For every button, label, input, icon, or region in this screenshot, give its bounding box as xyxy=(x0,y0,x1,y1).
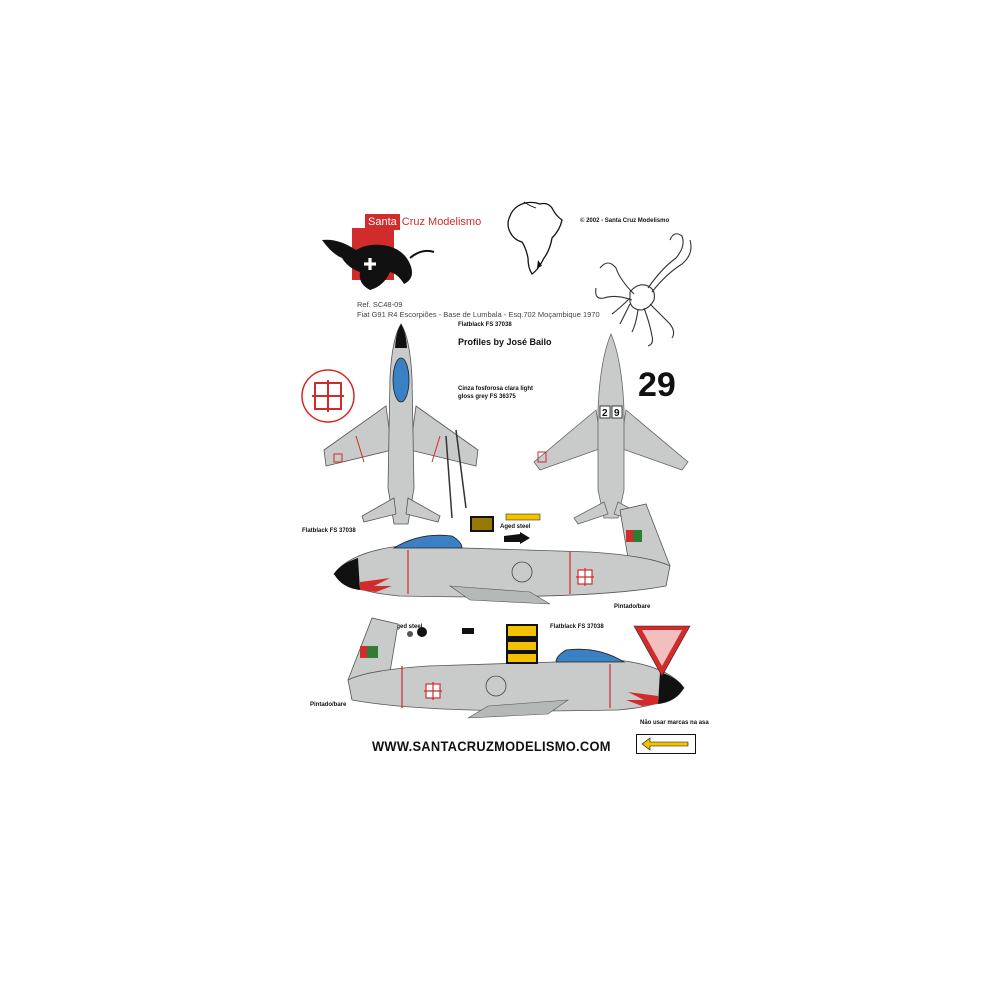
callout-aged-steel-2: Aged steel xyxy=(392,624,423,630)
cross-roundel-icon xyxy=(301,369,355,423)
scorpion-icon xyxy=(595,233,692,347)
stencil-placards-lower xyxy=(407,624,538,664)
svg-text:2: 2 xyxy=(602,408,608,419)
callout-top-flatblack: Flatblack FS 37038 xyxy=(458,322,512,328)
brand-name-rest: Cruz Modelismo xyxy=(401,216,482,228)
red-triangle-badge-icon xyxy=(633,625,691,677)
callout-bare-1: Pintado/bare xyxy=(614,604,651,610)
stencil-placards xyxy=(470,513,541,544)
decal-note: Não usar marcas na asa xyxy=(640,720,709,726)
aircraft-number: 29 xyxy=(638,366,676,404)
callout-side-flatblack-1: Flatblack FS 37038 xyxy=(302,528,356,534)
africa-map-icon xyxy=(507,201,563,275)
aircraft-side-profile-upper xyxy=(333,503,671,605)
callout-side-flatblack-2: Flatblack FS 37038 xyxy=(550,624,604,630)
aircraft-plan-view xyxy=(323,323,479,525)
aircraft-side-profile-lower xyxy=(347,617,685,719)
yellow-arrow-decal-icon xyxy=(636,734,696,754)
brand-logo-icon xyxy=(322,228,435,290)
sheet-subtitle: Fiat G91 R4 Escorpiões - Base de Lumbala… xyxy=(357,310,600,319)
copyright-text: © 2002 - Santa Cruz Modelismo xyxy=(580,218,670,224)
website-url[interactable]: WWW.SANTACRUZMODELISMO.COM xyxy=(372,738,611,754)
profiles-credit: Profiles by José Bailo xyxy=(458,337,552,347)
reference-code: Ref. SC48-09 xyxy=(357,300,403,309)
callout-bare-2: Pintado/bare xyxy=(310,702,347,708)
aircraft-underside-view: 2 9 xyxy=(533,332,689,525)
brand-name-red: Santa xyxy=(365,214,400,230)
callout-underside-grey: Cinza fosforosa clara light gloss grey F… xyxy=(458,386,534,400)
callout-aged-steel-1: Aged steel xyxy=(500,524,531,530)
svg-text:9: 9 xyxy=(614,408,620,419)
